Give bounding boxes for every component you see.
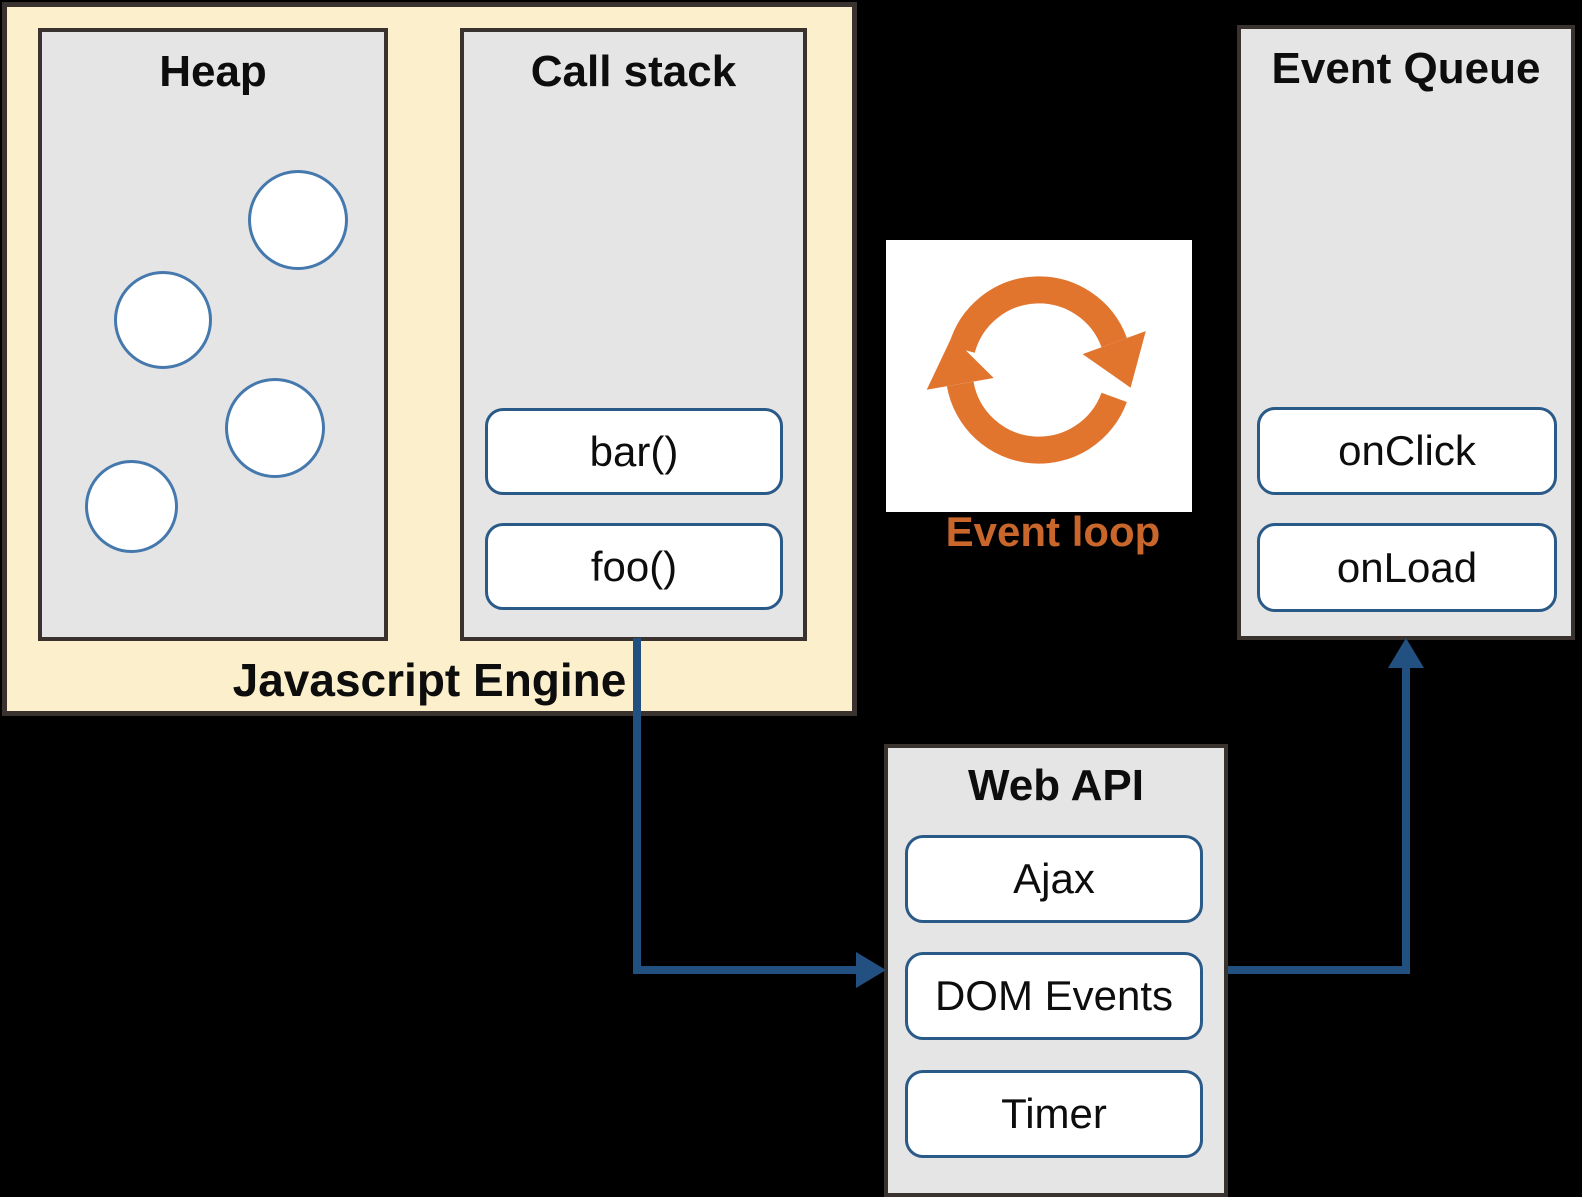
javascript-engine-label: Javascript Engine	[232, 654, 627, 706]
api-item-timer: Timer	[905, 1070, 1203, 1158]
heap-title: Heap	[159, 47, 267, 96]
javascript-engine-box: Heap Call stack bar() foo() Javascript E…	[2, 2, 857, 716]
call-stack-box: Call stack bar() foo()	[460, 28, 807, 641]
heap-object-circle	[85, 460, 178, 553]
call-stack-title: Call stack	[530, 47, 737, 96]
web-api-title: Web API	[967, 761, 1145, 810]
arrowhead-up-icon	[1388, 638, 1424, 668]
heap-object-circle	[248, 170, 348, 270]
heap-object-circle	[225, 378, 325, 478]
api-item-ajax: Ajax	[905, 835, 1203, 923]
queue-item-onclick: onClick	[1257, 407, 1557, 495]
event-loop-icon-box	[886, 240, 1192, 512]
arrowhead-right-icon	[856, 952, 886, 988]
heap-box: Heap	[38, 28, 388, 641]
heap-object-circle	[114, 271, 212, 369]
event-loop-label: Event loop	[945, 508, 1161, 555]
stack-frame-bar: bar()	[485, 408, 783, 495]
stack-frame-foo: foo()	[485, 523, 783, 610]
cycle-arrows-icon	[926, 276, 1146, 464]
web-api-box: Web API Ajax DOM Events Timer	[884, 744, 1228, 1197]
queue-item-onload: onLoad	[1257, 523, 1557, 612]
event-queue-title: Event Queue	[1271, 44, 1541, 93]
webapi-to-eventqueue-arrow	[1228, 666, 1410, 974]
event-queue-box: Event Queue onClick onLoad	[1237, 25, 1575, 640]
api-item-dom-events: DOM Events	[905, 952, 1203, 1040]
